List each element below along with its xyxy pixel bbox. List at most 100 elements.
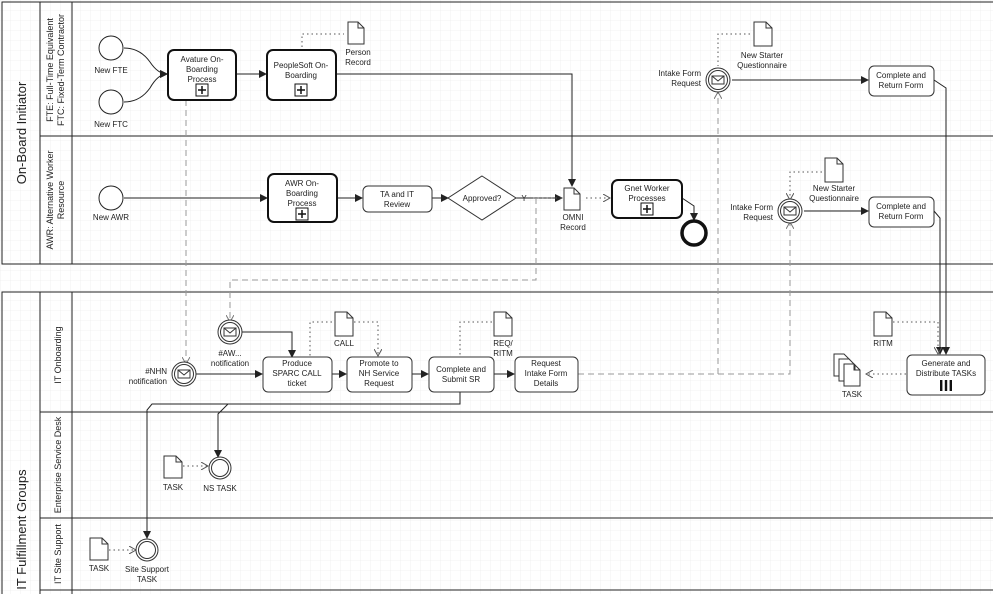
task-avature-line-3: Process xyxy=(188,75,217,84)
subprocess-marker-icon xyxy=(640,202,654,216)
task-gnet-line-1: Gnet Worker xyxy=(624,184,670,193)
task-site-label: TASK xyxy=(89,564,110,573)
subprocess-marker-icon xyxy=(195,83,209,97)
task-complete-submit-line-1: Complete and xyxy=(436,365,486,374)
event-ns-task[interactable]: NS TASK xyxy=(203,456,237,493)
data-object-task-esd[interactable]: TASK xyxy=(163,455,184,492)
event-aw-notification[interactable]: #AW... notification xyxy=(211,319,249,368)
event-nhn-line-2: notification xyxy=(129,377,167,386)
data-object-req-ritm[interactable]: REQ/ RITM xyxy=(493,311,514,358)
task-produce-sparc[interactable]: Produce SPARC CALL ticket xyxy=(262,356,333,393)
data-object-new-starter-1[interactable]: New Starter Questionnaire xyxy=(737,21,787,70)
task-request-intake-form[interactable]: Request Intake Form Details xyxy=(514,356,579,393)
task-complete-return-2-line-2: Return Form xyxy=(879,212,924,221)
data-object-person-record[interactable]: Person Record xyxy=(345,21,371,67)
task-gnet-worker[interactable]: Gnet Worker Processes xyxy=(611,179,683,219)
task-produce-sparc-line-3: ticket xyxy=(288,379,307,388)
lane-site-support-label: IT Site Support xyxy=(53,524,63,584)
task-produce-sparc-line-2: SPARC CALL xyxy=(272,369,322,378)
data-object-ritm[interactable]: RITM xyxy=(873,311,893,348)
gateway-approved[interactable]: Approved? Y xyxy=(447,175,527,221)
task-promote-nh-line-2: NH Service xyxy=(359,369,400,378)
data-object-new-starter-2[interactable]: New Starter Questionnaire xyxy=(809,157,859,203)
req-ritm-line-2: RITM xyxy=(493,349,513,358)
end-event-gnet xyxy=(680,219,708,247)
event-site-support-task[interactable]: Site Support TASK xyxy=(125,538,170,584)
event-aw-line-1: #AW... xyxy=(218,349,241,358)
task-peoplesoft-onboarding[interactable]: PeopleSoft On- Boarding xyxy=(266,49,337,101)
task-avature-line-1: Avature On- xyxy=(181,55,224,64)
event-intake-form-request-2[interactable]: Intake Form Request xyxy=(730,198,803,224)
task-complete-submit-sr[interactable]: Complete and Submit SR xyxy=(428,356,495,393)
new-starter-2-line-1: New Starter xyxy=(813,184,856,193)
task-peoplesoft-line-1: PeopleSoft On- xyxy=(274,61,329,70)
task-collection-label: TASK xyxy=(842,390,863,399)
task-request-intake-line-1: Request xyxy=(531,359,562,368)
task-peoplesoft-line-2: Boarding xyxy=(285,71,317,80)
omni-record-line-2: Record xyxy=(560,223,586,232)
task-avature-line-2: Boarding xyxy=(186,65,218,74)
event-nhn-line-1: #NHN xyxy=(145,367,167,376)
task-generate-distribute[interactable]: Generate and Distribute TASKs xyxy=(906,354,986,396)
pool-fulfillment-title: e IT Fulfillment Groups xyxy=(14,469,29,594)
new-starter-2-line-2: Questionnaire xyxy=(809,194,859,203)
event-intake-2-line-1: Intake Form xyxy=(730,203,773,212)
task-awr-line-1: AWR On- xyxy=(285,179,319,188)
lane-awr-label-1: AWR: Alternative Worker xyxy=(45,150,55,249)
task-awr-onboarding[interactable]: AWR On- Boarding Process xyxy=(267,173,338,223)
task-complete-return-form-2[interactable]: Complete and Return Form xyxy=(868,196,935,228)
envelope-icon xyxy=(177,369,191,379)
event-nhn-notification[interactable]: #NHN notification xyxy=(129,361,197,387)
start-event-new-ftc[interactable]: New FTC xyxy=(94,89,128,129)
task-gnet-line-2: Processes xyxy=(628,194,665,203)
lane-fte-label-2: FTC: Fixed-Term Contractor xyxy=(56,14,66,126)
task-promote-nh[interactable]: Promote to NH Service Request xyxy=(346,356,413,393)
person-record-line-1: Person xyxy=(345,48,370,57)
task-esd-label: TASK xyxy=(163,483,184,492)
event-intake-2-line-2: Request xyxy=(743,213,774,222)
start-event-new-awr-label: New AWR xyxy=(93,213,129,222)
person-record-line-2: Record xyxy=(345,58,371,67)
data-object-task-site[interactable]: TASK xyxy=(89,537,110,573)
task-generate-distribute-line-1: Generate and xyxy=(922,359,971,368)
task-ta-it-review-line-1: TA and IT xyxy=(380,190,414,199)
omni-record-line-1: OMNI xyxy=(563,213,584,222)
pool-initiator-title: On-Board Initiator xyxy=(14,81,29,184)
data-object-call[interactable]: CALL xyxy=(334,311,355,348)
data-object-omni-record[interactable]: OMNI Record xyxy=(560,187,586,232)
task-complete-submit-line-2: Submit SR xyxy=(442,375,480,384)
call-label: CALL xyxy=(334,339,355,348)
task-ta-it-review-line-2: Review xyxy=(384,200,410,209)
lane-fte-label-1: FTE: Full-Time Equivalent xyxy=(45,18,55,122)
lane-enterprise-desk-label: Enterprise Service Desk xyxy=(53,416,63,513)
ritm-label: RITM xyxy=(873,339,893,348)
message-flows xyxy=(186,92,790,375)
data-object-task-collection[interactable]: TASK xyxy=(833,353,863,399)
task-complete-return-form-1[interactable]: Complete and Return Form xyxy=(868,65,935,97)
start-event-new-awr[interactable]: New AWR xyxy=(93,185,129,222)
gateway-approved-label: Approved? xyxy=(463,194,502,203)
task-produce-sparc-line-1: Produce xyxy=(282,359,312,368)
subprocess-marker-icon xyxy=(295,207,309,221)
task-request-intake-line-3: Details xyxy=(534,379,558,388)
req-ritm-line-1: REQ/ xyxy=(493,339,513,348)
gateway-yes-label: Y xyxy=(521,194,527,203)
task-promote-nh-line-3: Request xyxy=(364,379,395,388)
task-ta-it-review[interactable]: TA and IT Review xyxy=(362,185,433,213)
event-aw-line-2: notification xyxy=(211,359,249,368)
pool-initiator: On-Board Initiator FTE: Full-Time Equiva… xyxy=(1,1,993,265)
start-event-new-fte-label: New FTE xyxy=(94,66,127,75)
pool-fulfillment: e IT Fulfillment Groups IT Onboarding En… xyxy=(1,291,993,599)
event-site-support-line-1: Site Support xyxy=(125,565,170,574)
event-site-support-line-2: TASK xyxy=(137,575,158,584)
envelope-icon xyxy=(711,75,725,85)
task-promote-nh-line-1: Promote to xyxy=(359,359,399,368)
new-starter-1-line-2: Questionnaire xyxy=(737,61,787,70)
lane-it-onboarding-label: IT Onboarding xyxy=(53,326,63,383)
task-avature-onboarding[interactable]: Avature On- Boarding Process xyxy=(167,49,237,101)
event-intake-form-request-1[interactable]: Intake Form Request xyxy=(658,67,731,93)
envelope-icon xyxy=(783,206,797,216)
start-event-new-fte[interactable]: New FTE xyxy=(94,35,128,75)
